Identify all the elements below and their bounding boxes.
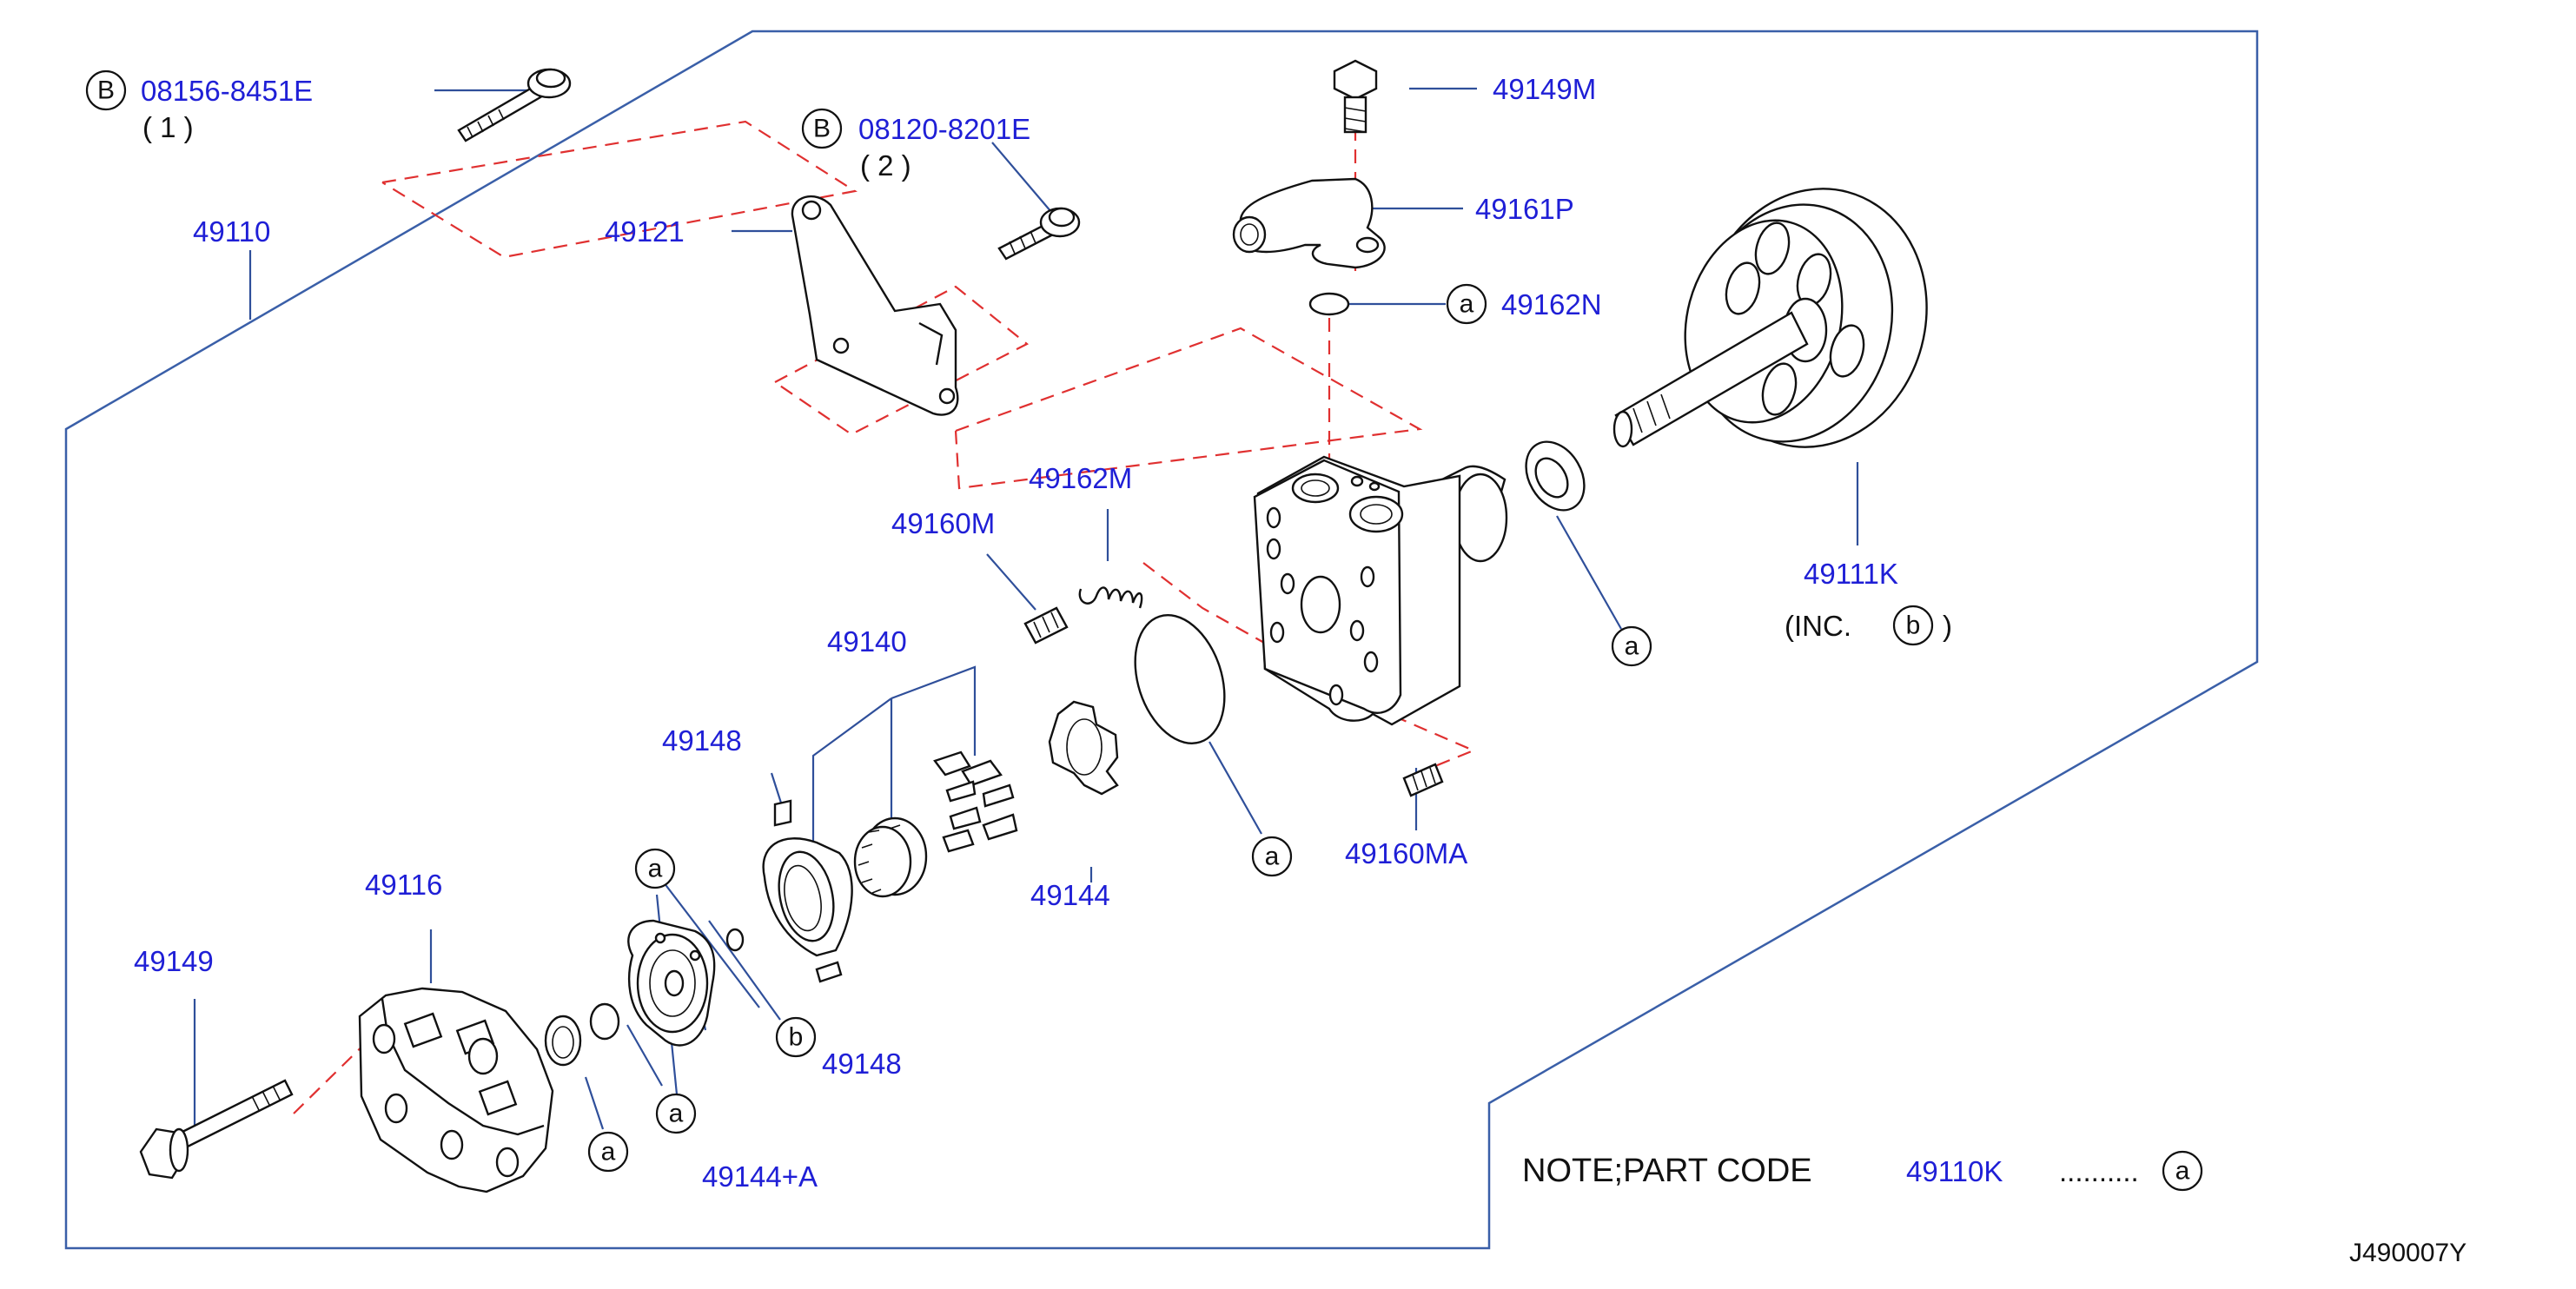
label-qty-2: ( 2 ) <box>860 149 911 182</box>
label-49149m: 49149M <box>1493 73 1596 105</box>
label-49148-upper: 49148 <box>662 724 742 757</box>
symbol-a-ring-2 <box>587 1131 629 1173</box>
note-symbol-text: a <box>2175 1157 2190 1186</box>
label-49116: 49116 <box>365 869 442 901</box>
bolt-49149m <box>1333 59 1378 134</box>
symbol-a-ring-1 <box>655 1093 697 1134</box>
small-o-ring-upper <box>725 928 745 952</box>
union-fitting-49161p <box>1232 177 1386 269</box>
label-49149: 49149 <box>134 945 214 977</box>
label-08120-8201e: 08120-8201E <box>858 113 1030 145</box>
part-labels: B 08156-8451E ( 1 ) 49110 B 08120-8201E … <box>85 69 1952 1193</box>
label-49111k: 49111K <box>1804 558 1898 590</box>
vanes-49140 <box>933 750 1018 853</box>
symbol-a-seal <box>1611 625 1652 667</box>
symbol-b-pin <box>775 1016 817 1058</box>
symbol-b-inc-text: b <box>1906 611 1921 640</box>
label-49140: 49140 <box>827 625 907 658</box>
symbol-a-seal-text: a <box>1625 632 1639 661</box>
bracket-49121 <box>791 195 959 416</box>
bolt-class-symbol-1 <box>85 69 127 111</box>
oil-seal <box>1525 440 1586 512</box>
symbol-a-pin-text: a <box>648 855 663 883</box>
label-49144: 49144 <box>1030 879 1110 911</box>
pump-housing <box>1253 455 1508 726</box>
label-08156-8451e: 08156-8451E <box>141 75 313 107</box>
bolt-class-symbol-1-text: B <box>97 76 115 105</box>
label-49110: 49110 <box>193 215 270 248</box>
symbol-a-pin <box>634 848 676 889</box>
spring-49160m <box>1023 606 1069 644</box>
label-inc-close: ) <box>1943 610 1952 642</box>
label-qty-1: ( 1 ) <box>142 111 194 143</box>
pulley-49111k <box>1612 188 1928 448</box>
large-o-ring <box>1134 614 1226 744</box>
diagram-code: J490007Y <box>2349 1239 2467 1267</box>
side-plate <box>762 837 853 957</box>
pressure-plate-49144a <box>627 919 716 1047</box>
bolt-08156-8451e <box>457 68 572 142</box>
label-49144a: 49144+A <box>702 1160 818 1193</box>
rear-cover-49116 <box>358 987 554 1193</box>
o-ring-49162n <box>1308 292 1350 316</box>
spring-49160ma <box>1402 763 1444 797</box>
bolt-49149 <box>139 1079 294 1180</box>
cam-ring-49144 <box>1048 700 1119 796</box>
label-inc-open: (INC. <box>1785 610 1851 642</box>
label-49162n: 49162N <box>1501 288 1602 321</box>
symbol-a-49162n <box>1446 283 1487 325</box>
symbol-b-pin-text: b <box>789 1023 804 1052</box>
leader-lines <box>193 87 1859 1130</box>
pin-49148-lower <box>815 961 843 983</box>
part-code-note: NOTE;PART CODE 49110K .......... a <box>1522 1150 2203 1192</box>
symbol-a-ring-2-text: a <box>601 1138 616 1167</box>
label-49160ma: 49160MA <box>1345 837 1467 869</box>
symbol-a-o-ring <box>1251 836 1293 877</box>
symbol-a-49162n-text: a <box>1460 290 1474 319</box>
note-symbol <box>2162 1150 2203 1192</box>
symbol-b-inc <box>1892 605 1934 646</box>
symbol-a-ring-1-text: a <box>669 1100 684 1128</box>
note-label: NOTE;PART CODE <box>1522 1153 1812 1189</box>
symbol-a-o-ring-text: a <box>1265 843 1280 871</box>
seal-ring-lower <box>544 1015 582 1067</box>
label-49121: 49121 <box>605 215 685 248</box>
rotor <box>853 816 928 898</box>
assembly-frame <box>64 30 2259 1250</box>
small-o-ring-lower <box>589 1002 620 1041</box>
label-49161p: 49161P <box>1475 193 1574 225</box>
note-part: 49110K <box>1906 1155 2003 1187</box>
bolt-class-symbol-2 <box>801 108 843 149</box>
label-49160m: 49160M <box>891 507 995 539</box>
bolt-08120-8201e <box>997 207 1081 261</box>
bolt-class-symbol-2-text: B <box>813 115 831 143</box>
label-49162m: 49162M <box>1029 462 1132 494</box>
pin-49148-upper <box>773 799 792 827</box>
spring-49162m <box>1078 586 1143 609</box>
note-dots: .......... <box>2059 1155 2139 1187</box>
label-49148-lower: 49148 <box>822 1048 902 1080</box>
